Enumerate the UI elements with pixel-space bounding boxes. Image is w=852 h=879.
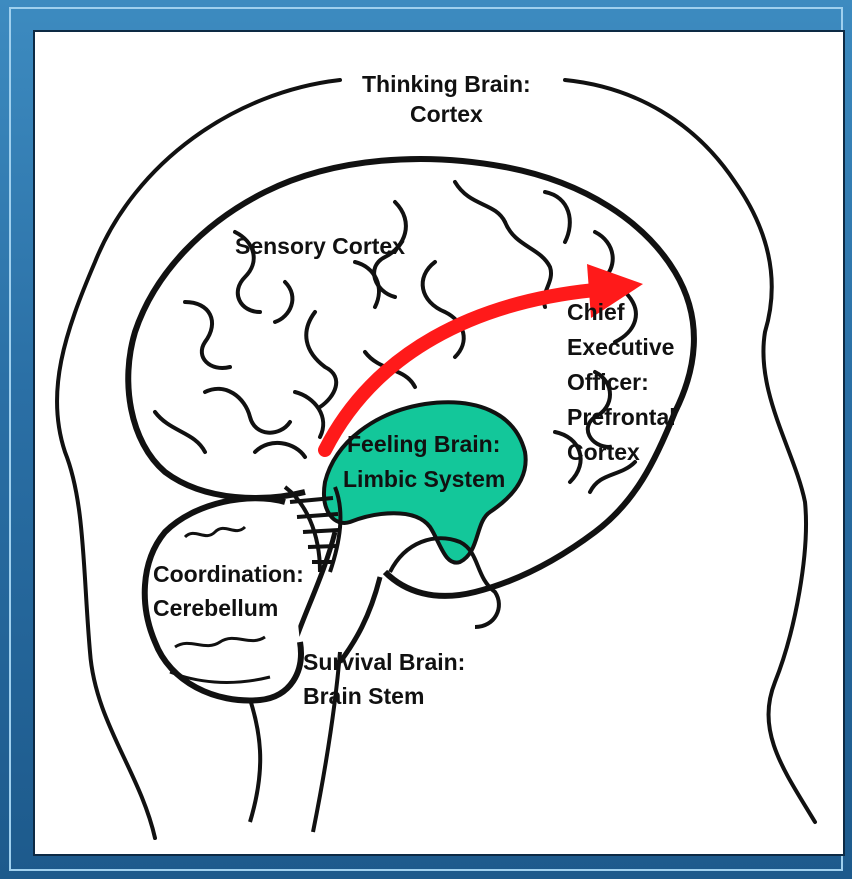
label-cortex: Cortex (410, 101, 483, 127)
label-ceo-2: Executive (567, 334, 674, 360)
label-ceo-3: Officer: (567, 369, 649, 395)
label-limbic-system: Limbic System (343, 466, 505, 492)
label-ceo-4: Prefrontal (567, 404, 676, 430)
label-coordination: Coordination: (153, 561, 304, 587)
label-ceo-1: Chief (567, 299, 625, 325)
label-brain-stem: Brain Stem (303, 683, 424, 709)
ribbed-structure (285, 487, 340, 572)
brain-diagram: Thinking Brain: Cortex Sensory Cortex Ch… (35, 32, 843, 854)
label-ceo-5: Cortex (567, 439, 640, 465)
label-feeling-brain: Feeling Brain: (347, 431, 500, 457)
label-cerebellum: Cerebellum (153, 595, 278, 621)
diagram-panel: Thinking Brain: Cortex Sensory Cortex Ch… (33, 30, 845, 856)
label-sensory-cortex: Sensory Cortex (235, 233, 405, 259)
label-survival-brain: Survival Brain: (303, 649, 465, 675)
neck-outline-2 (313, 652, 340, 832)
label-thinking-brain: Thinking Brain: (362, 71, 531, 97)
